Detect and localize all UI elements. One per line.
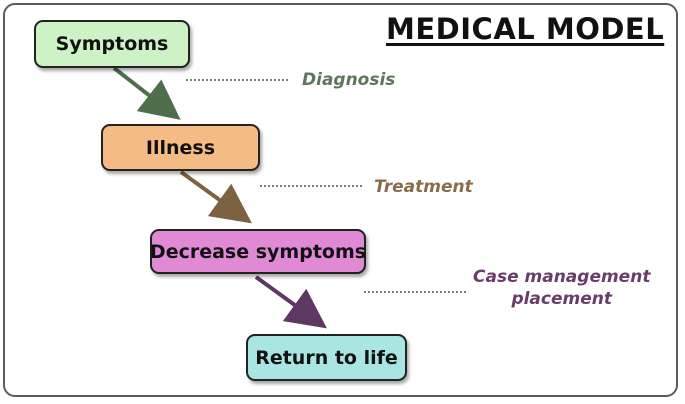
annotation-diagnosis: Diagnosis xyxy=(302,70,396,90)
annotation-case-management-line1: Case management xyxy=(473,267,651,287)
node-return-to-life: Return to life xyxy=(246,334,407,381)
node-decrease-symptoms: Decrease symptoms xyxy=(150,229,366,274)
node-symptoms: Symptoms xyxy=(34,20,190,68)
arrow-symptoms-to-illness xyxy=(112,66,181,120)
arrow-illness-to-decrease xyxy=(179,170,252,224)
annotation-case-management-line2: placement xyxy=(511,289,612,309)
annotation-treatment: Treatment xyxy=(374,177,473,197)
arrow-decrease-to-return xyxy=(254,275,327,329)
node-illness: Illness xyxy=(101,124,260,171)
annotation-case-management: Case management placement xyxy=(473,266,650,310)
diagram-title: MEDICAL MODEL xyxy=(386,12,665,46)
